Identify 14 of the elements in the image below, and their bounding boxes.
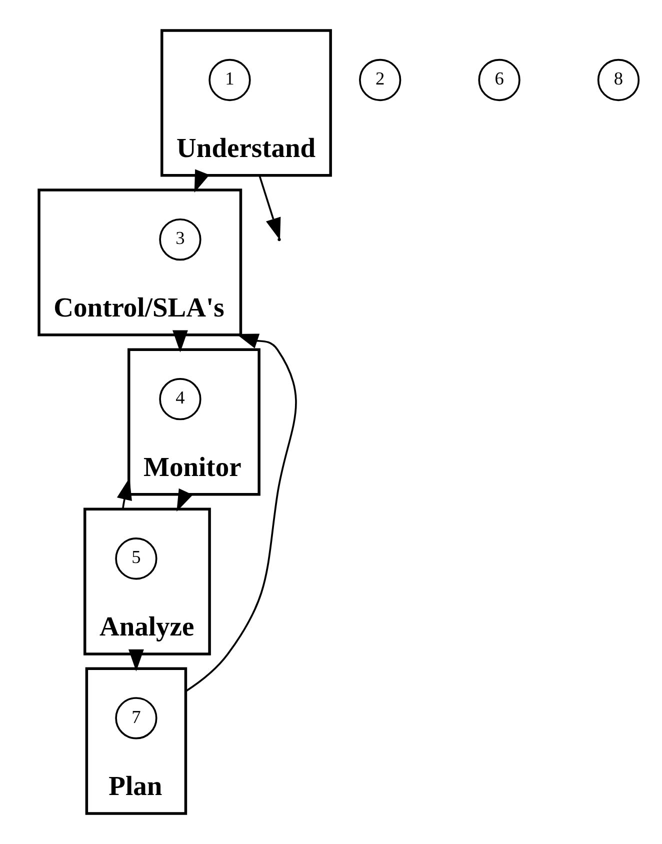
node-circle: 2 [358, 58, 401, 102]
arrow [194, 169, 209, 193]
arrow [176, 488, 192, 512]
arrow [172, 330, 188, 352]
node-circle: 1 [208, 58, 250, 102]
node-circle: 3 [158, 218, 201, 261]
node-circle: 8 [596, 58, 640, 102]
node-circle: 4 [158, 378, 201, 420]
arrow [258, 175, 280, 240]
node-circle: 5 [114, 538, 157, 580]
node-circle: 7 [114, 697, 157, 740]
arrow [128, 649, 144, 672]
node-circle: 6 [478, 58, 520, 102]
arrow [184, 334, 296, 692]
